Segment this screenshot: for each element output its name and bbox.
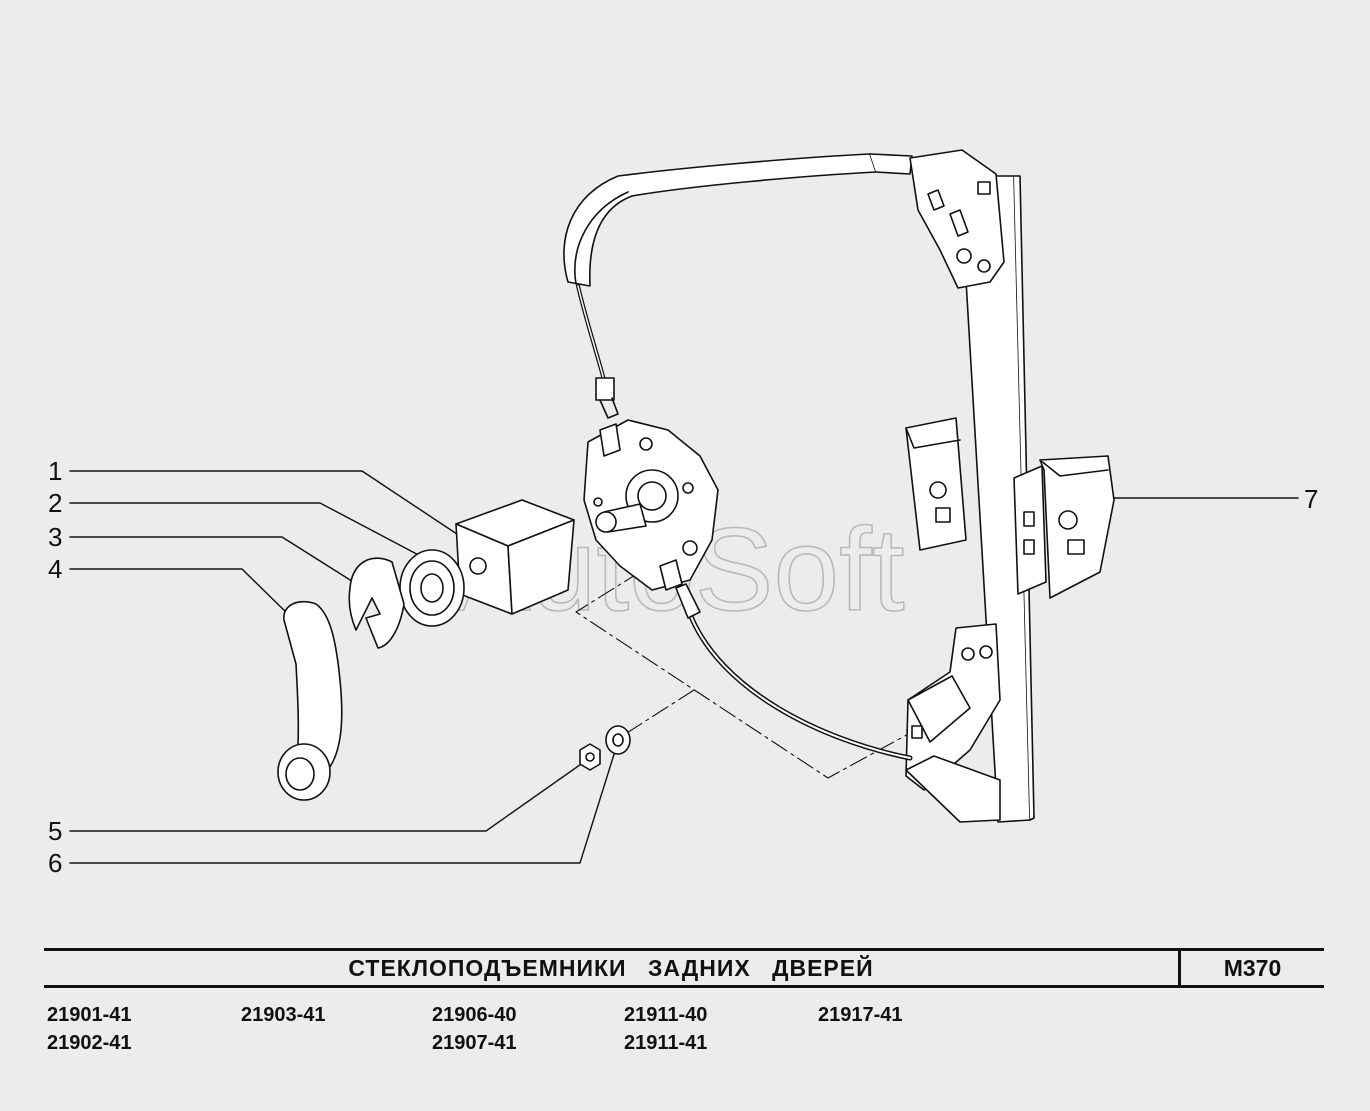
bottom-bracket	[905, 623, 1001, 823]
part-1-spacer	[455, 499, 575, 615]
callout-2: 2	[48, 488, 62, 518]
part-3-clip	[348, 557, 405, 649]
callout-1: 1	[48, 456, 62, 486]
callout-4: 4	[48, 554, 62, 584]
callout-numbers: 1 2 3 4 5 6 7	[48, 456, 1318, 878]
model-code: 21901-41	[47, 1004, 132, 1026]
part-6-lock-washer	[605, 725, 631, 755]
callout-6: 6	[48, 848, 62, 878]
model-code: 21906-40	[432, 1004, 517, 1026]
cable-sleeve-upper	[595, 377, 615, 401]
callout-leaders	[69, 470, 1299, 864]
model-code: 21911-40	[624, 1004, 708, 1026]
right-slider-clamp	[1013, 455, 1115, 599]
part-4-crank-handle	[277, 600, 343, 801]
upper-guide-rail	[563, 153, 913, 287]
model-code: 21907-41	[432, 1032, 517, 1054]
callout-3: 3	[48, 522, 62, 552]
part-2-washer	[399, 549, 465, 627]
callout-7: 7	[1304, 484, 1318, 514]
window-regulator-diagram: AutoSoft	[48, 149, 1318, 878]
part-5-nut	[579, 743, 601, 771]
title-bar: СТЕКЛОПОДЪЕМНИКИ ЗАДНИХ ДВЕРЕЙ М370	[44, 948, 1324, 988]
title-divider	[1178, 951, 1181, 985]
page-title: СТЕКЛОПОДЪЕМНИКИ ЗАДНИХ ДВЕРЕЙ	[348, 955, 874, 981]
model-code: 21902-41	[47, 1032, 132, 1054]
callout-5: 5	[48, 816, 62, 846]
left-slider-clamp	[905, 417, 967, 551]
model-code: 21911-41	[624, 1032, 708, 1054]
model-code: 21903-41	[241, 1004, 326, 1026]
model-code: 21917-41	[818, 1004, 903, 1026]
page-code: М370	[1223, 955, 1282, 981]
regulator-mechanism	[583, 419, 719, 591]
top-bracket	[909, 149, 1005, 289]
